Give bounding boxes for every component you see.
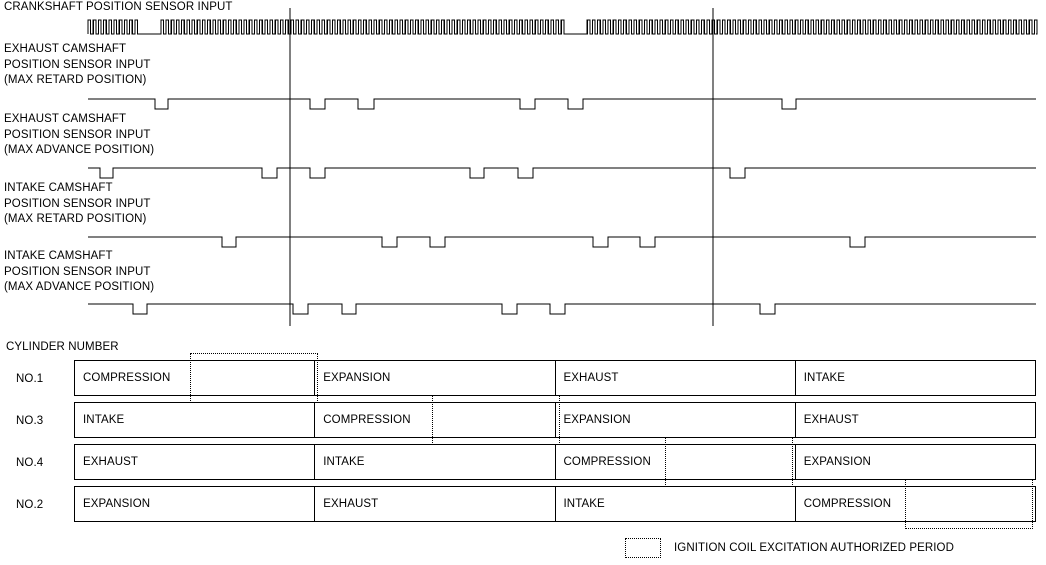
stroke-cell: COMPRESSION: [315, 403, 556, 437]
stroke-cell: EXPANSION: [315, 361, 556, 395]
exhaust-camshaft-max-advance-label: EXHAUST CAMSHAFT POSITION SENSOR INPUT (…: [4, 113, 155, 156]
stroke-cell: EXPANSION: [803, 456, 871, 468]
cylinder-label: NO.2: [16, 499, 44, 511]
stroke-cell: EXPANSION: [75, 487, 316, 521]
waveform-plot: [87, 8, 1038, 326]
cylinder-label: NO.1: [16, 373, 44, 385]
stroke-cell: EXHAUST: [315, 487, 556, 521]
intake-advance-waveform: [88, 303, 1036, 315]
crankshaft-signal-title: CRANKSHAFT POSITION SENSOR INPUT: [4, 1, 233, 13]
stroke-cell: INTAKE: [803, 372, 846, 384]
waveform-section: CRANKSHAFT POSITION SENSOR INPUT EXHAUST…: [4, 1, 1038, 326]
stroke-cell: EXHAUST: [556, 361, 796, 395]
intake-camshaft-max-retard-label: INTAKE CAMSHAFT POSITION SENSOR INPUT (M…: [4, 182, 151, 225]
crankshaft-waveform: [87, 19, 1038, 35]
ignition-period-swatch: [625, 538, 661, 558]
stroke-cell: COMPRESSION: [556, 445, 796, 479]
stroke-cell: EXPANSION: [556, 403, 796, 437]
stroke-cell: COMPRESSION: [75, 361, 316, 395]
stroke-cell: INTAKE: [315, 445, 556, 479]
stroke-cell: EXHAUST: [803, 414, 859, 426]
intake-retard-waveform: [88, 236, 1036, 248]
cylinder-number-heading: CYLINDER NUMBER: [6, 341, 119, 353]
exhaust-retard-waveform: [88, 98, 1036, 110]
stroke-cell: EXHAUST: [75, 445, 316, 479]
intake-camshaft-max-advance-label: INTAKE CAMSHAFT POSITION SENSOR INPUT (M…: [4, 250, 155, 293]
exhaust-advance-waveform: [88, 167, 1036, 179]
cylinder-label: NO.4: [16, 457, 44, 469]
stroke-cell: COMPRESSION: [803, 498, 892, 510]
legend: IGNITION COIL EXCITATION AUTHORIZED PERI…: [625, 536, 954, 560]
cylinder-label: NO.3: [16, 415, 44, 427]
exhaust-camshaft-max-retard-label: EXHAUST CAMSHAFT POSITION SENSOR INPUT (…: [4, 43, 151, 86]
stroke-cell: INTAKE: [75, 403, 316, 437]
stroke-cell: INTAKE: [556, 487, 796, 521]
legend-label: IGNITION COIL EXCITATION AUTHORIZED PERI…: [674, 542, 955, 554]
